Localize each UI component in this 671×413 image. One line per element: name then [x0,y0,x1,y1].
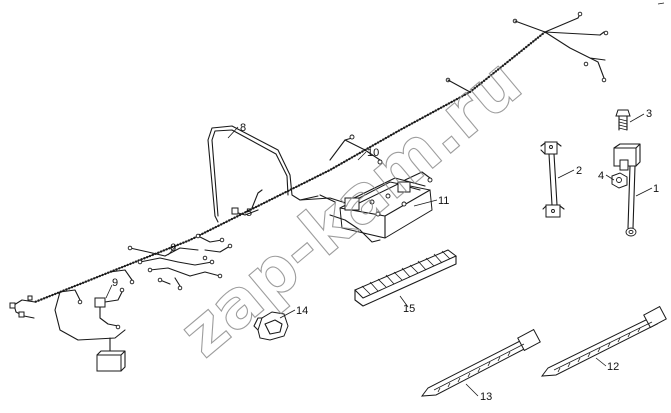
callout-12: 12 [607,361,619,373]
callout-11: 11 [438,195,449,207]
part-14-clip [253,311,289,341]
leader-lines [105,113,653,397]
callout-13: 13 [480,391,492,403]
part-4-nut [611,172,628,189]
callout-3: 3 [646,108,652,120]
callout-9: 9 [112,277,118,289]
part-11-battery-box [299,171,433,243]
main-harness [9,2,665,372]
part-2-bracket [540,141,565,218]
callout-15: 15 [403,303,415,315]
part-1-clamp-rod [613,143,641,237]
part-8-wire-loop [207,125,353,223]
part-13-cable-tie [420,328,541,397]
part-9-connector [94,287,125,330]
callout-14: 14 [296,305,308,317]
part-10-wire [329,134,383,165]
callout-5: 5 [246,207,252,219]
watermark: zap-kam.ru [165,43,537,373]
callouts: 1 2 3 4 5 6 8 9 10 11 12 13 14 15 [112,108,659,403]
callout-10: 10 [367,147,379,159]
callout-4: 4 [598,170,604,182]
part-5-wire [231,189,263,216]
callout-1: 1 [653,183,659,195]
part-12-cable-tie [540,305,667,377]
callout-8: 8 [240,122,246,134]
part-3-bolt [615,109,631,131]
watermark-text: zap-kam.ru [165,43,536,372]
callout-6: 6 [170,242,176,254]
callout-2: 2 [576,165,582,177]
part-15-cable-channel [354,249,457,307]
